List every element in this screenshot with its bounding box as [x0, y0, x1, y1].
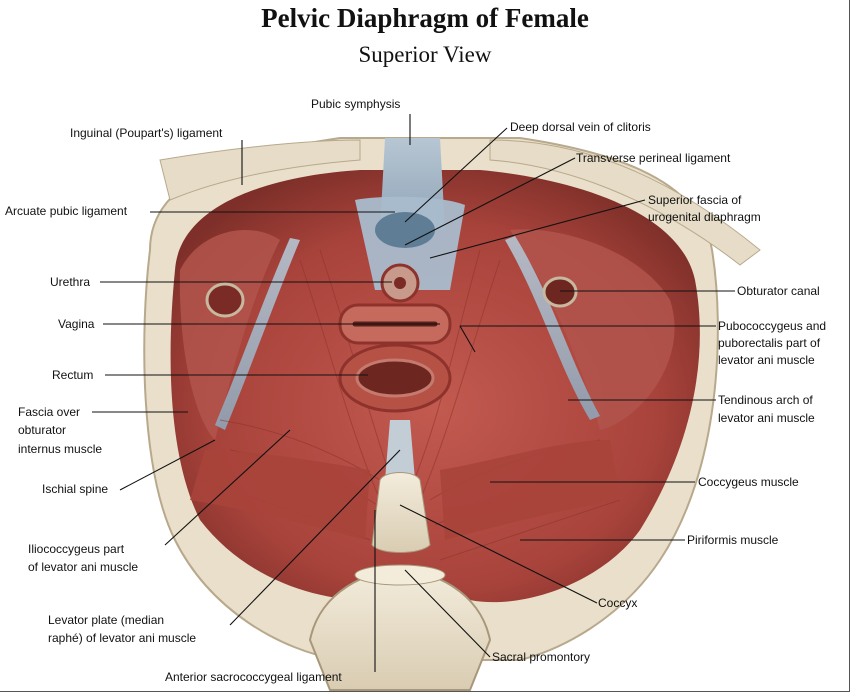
label-pubic-symphysis: Pubic symphysis — [311, 97, 401, 111]
label-levator-plate-line1: Levator plate (median — [48, 613, 165, 627]
coccyx-shape — [371, 472, 431, 553]
label-levator-plate-line2: raphé) of levator ani muscle — [48, 631, 197, 645]
label-tendinous-arch-line2: levator ani muscle — [718, 411, 815, 425]
label-anterior-sacrococcygeal-ligament: Anterior sacrococcygeal ligament — [165, 670, 342, 684]
obturator-canal — [542, 276, 578, 308]
label-superior-fascia-line2: urogenital diaphragm — [648, 210, 761, 224]
label-coccygeus-muscle: Coccygeus muscle — [698, 475, 799, 489]
diagram-subtitle: Superior View — [358, 42, 492, 67]
label-fascia-obturator-line2: obturator — [18, 423, 67, 437]
coccygeus-muscle-right — [440, 440, 620, 540]
label-iliococcygeus-line2: of levator ani muscle — [28, 560, 139, 574]
label-deep-dorsal-vein: Deep dorsal vein of clitoris — [510, 120, 651, 134]
label-coccyx: Coccyx — [598, 596, 638, 610]
label-sacral-promontory: Sacral promontory — [492, 650, 591, 664]
tendinous-arch-left — [215, 238, 300, 430]
label-pubococcygeus-line2: puborectalis part of — [718, 336, 821, 350]
label-piriformis-muscle: Piriformis muscle — [687, 533, 779, 547]
label-fascia-obturator-line3: internus muscle — [18, 442, 103, 456]
obturator-canal-left — [205, 282, 245, 318]
label-vagina: Vagina — [58, 317, 95, 331]
label-rectum: Rectum — [52, 368, 94, 382]
label-pubococcygeus-line1: Pubococcygeus and — [718, 319, 827, 333]
label-fascia-obturator-line1: Fascia over — [18, 405, 81, 419]
label-transverse-perineal-ligament: Transverse perineal ligament — [576, 151, 731, 165]
label-iliococcygeus-line1: Iliococcygeus part — [28, 542, 125, 556]
sacral-promontory-shape — [354, 564, 446, 586]
label-inguinal-ligament: Inguinal (Poupart's) ligament — [70, 126, 223, 140]
label-ischial-spine: Ischial spine — [42, 482, 109, 496]
label-pubococcygeus-line3: levator ani muscle — [718, 353, 815, 367]
coccygeus-muscle-left — [190, 450, 370, 540]
leader-lines — [92, 114, 735, 672]
inguinal-ligament-right — [489, 139, 761, 266]
label-obturator-canal: Obturator canal — [737, 284, 820, 298]
tendinous-arch — [505, 236, 600, 420]
label-superior-fascia-line1: Superior fascia of — [648, 193, 742, 207]
inguinal-ligament-left — [159, 139, 361, 201]
label-urethra: Urethra — [50, 275, 91, 289]
arcuate-pubic-ligament — [375, 212, 435, 248]
label-arcuate-pubic-ligament: Arcuate pubic ligament — [5, 204, 128, 218]
diagram-title: Pelvic Diaphragm of Female — [261, 3, 589, 33]
label-tendinous-arch-line1: Tendinous arch of — [718, 393, 813, 407]
